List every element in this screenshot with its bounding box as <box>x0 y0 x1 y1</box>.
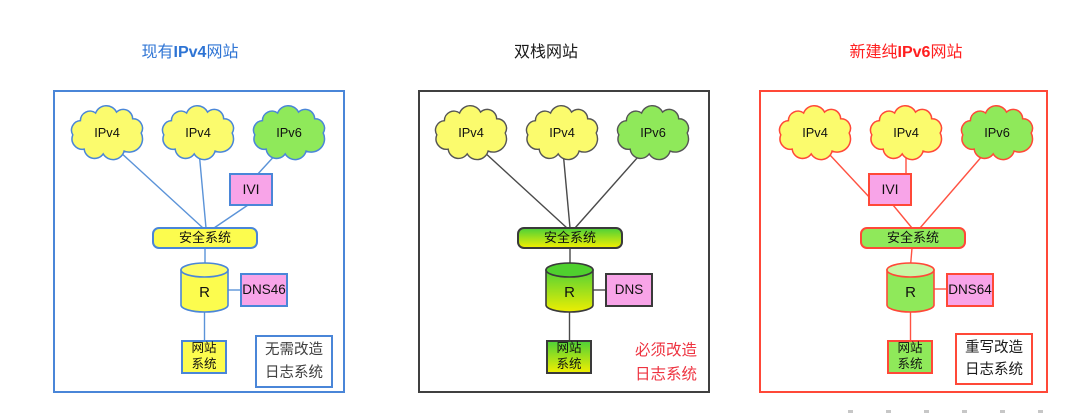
cloud-ipv6: IPv6 <box>616 105 690 161</box>
website-label-line2: 系统 <box>897 357 923 371</box>
note-line1: 无需改造 <box>265 342 323 359</box>
router-label: R <box>564 284 575 301</box>
dns46-node: DNS46 <box>240 273 288 307</box>
cloud-ipv4-1: IPv4 <box>778 104 852 161</box>
ivi-translator-node: IVI <box>229 173 273 206</box>
cloud-ipv4-1: IPv4 <box>70 104 144 161</box>
panel-dual-stack-site: 双栈网站 IPv4 IPv4 <box>418 0 715 414</box>
panel-new-ipv6-site: 新建纯IPv6网站 IPv4 IPv4 IPv6 <box>759 0 1053 414</box>
cloud-ipv4-2: IPv4 <box>161 104 235 161</box>
dns-label: DNS64 <box>948 281 992 297</box>
title-prefix: 现有 <box>141 44 174 61</box>
cloud-label: IPv4 <box>185 125 211 140</box>
website-system-node: 网站 系统 <box>546 340 592 374</box>
title-suffix: 网站 <box>930 44 963 61</box>
router-cylinder: R <box>180 262 229 313</box>
cloud-label: IPv4 <box>94 125 120 140</box>
cloud-ipv4-2: IPv4 <box>869 104 943 161</box>
log-system-note: 无需改造 日志系统 <box>255 335 333 388</box>
cloud-ipv6: IPv6 <box>252 104 326 161</box>
title-highlight: IPv6 <box>897 44 931 61</box>
ivi-label: IVI <box>881 180 899 197</box>
log-system-note: 必须改造 日志系统 <box>623 339 709 387</box>
security-system-node: 安全系统 <box>860 227 966 249</box>
cloud-label: IPv4 <box>458 125 484 140</box>
cloud-ipv6: IPv6 <box>960 104 1034 161</box>
security-system-node: 安全系统 <box>517 227 623 249</box>
ivi-label: IVI <box>242 180 260 197</box>
panel-title: 双栈网站 <box>426 38 666 61</box>
website-system-node: 网站 系统 <box>181 340 227 374</box>
security-system-node: 安全系统 <box>152 227 258 249</box>
dns-node: DNS <box>605 273 653 307</box>
diagram-graphics: IPv4 IPv4 IPv6 R <box>778 104 1034 342</box>
cloud-ipv4-2: IPv4 <box>525 105 599 161</box>
log-system-note: 重写改造 日志系统 <box>955 333 1033 385</box>
panel-existing-ipv4-site: 现有IPv4网站 IPv4 IPv4 IPv6 <box>53 0 350 414</box>
router-label: R <box>905 284 916 301</box>
title-suffix: 网站 <box>206 44 239 61</box>
cropped-caption-fragments <box>848 410 1048 413</box>
cloud-label: IPv4 <box>802 125 828 140</box>
cloud-label: IPv6 <box>640 125 666 140</box>
cloud-label: IPv6 <box>276 125 302 140</box>
note-line2: 日志系统 <box>634 366 697 384</box>
security-label: 安全系统 <box>886 229 939 245</box>
website-label-line2: 系统 <box>191 357 217 371</box>
cloud-label: IPv6 <box>984 125 1010 140</box>
panel-title: 新建纯IPv6网站 <box>786 38 1026 61</box>
note-line2: 日志系统 <box>265 364 323 381</box>
title-prefix: 双栈网站 <box>513 44 578 61</box>
security-label: 安全系统 <box>178 229 231 245</box>
title-prefix: 新建纯 <box>849 44 898 61</box>
dns-label: DNS <box>614 281 644 297</box>
note-line2: 日志系统 <box>965 362 1023 378</box>
ivi-translator-node: IVI <box>868 173 912 206</box>
security-label: 安全系统 <box>543 229 596 245</box>
router-label: R <box>199 284 210 301</box>
cloud-label: IPv4 <box>549 125 575 140</box>
router-cylinder: R <box>886 262 935 313</box>
dns64-node: DNS64 <box>946 273 994 307</box>
cloud-ipv4-1: IPv4 <box>434 105 508 161</box>
note-line1: 必须改造 <box>634 342 697 359</box>
note-line1: 重写改造 <box>965 339 1023 356</box>
website-label-line2: 系统 <box>556 357 582 371</box>
cloud-label: IPv4 <box>893 125 919 140</box>
panel-title: 现有IPv4网站 <box>70 38 310 61</box>
website-label-line1: 网站 <box>556 341 582 356</box>
dns-label: DNS46 <box>242 281 286 297</box>
website-label-line1: 网站 <box>897 341 923 356</box>
title-highlight: IPv4 <box>173 44 207 61</box>
router-cylinder: R <box>545 262 594 313</box>
website-label-line1: 网站 <box>191 341 217 356</box>
diagram-graphics: IPv4 IPv4 IPv6 R <box>70 104 326 342</box>
diagram-graphics: IPv4 IPv4 IPv6 R <box>434 105 690 342</box>
website-system-node: 网站 系统 <box>887 340 933 374</box>
